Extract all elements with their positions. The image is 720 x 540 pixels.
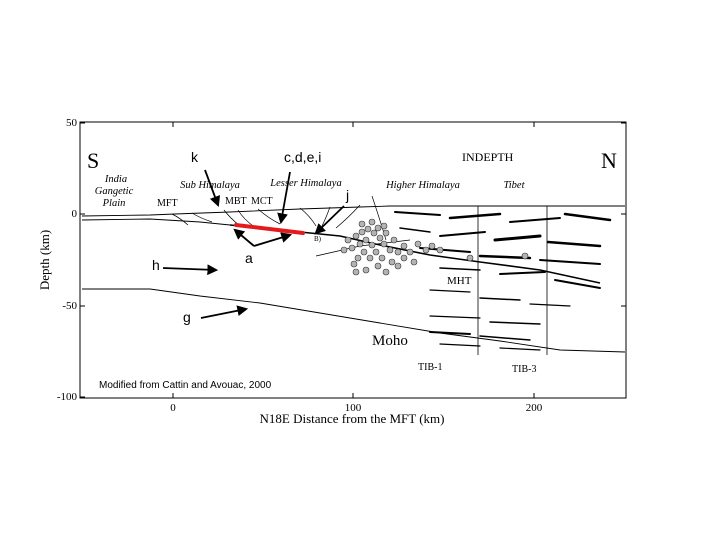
source-credit: Modified from Cattin and Avouac, 2000 [99, 380, 272, 391]
annotation-g: g [183, 309, 191, 325]
fault-mbt: MBT [225, 196, 247, 207]
x-tick-label: 200 [526, 402, 543, 414]
fault-b-label: B) [314, 235, 322, 243]
y-axis: 50 0 -50 -100 Depth (km) [37, 117, 626, 403]
fault-mct: MCT [251, 196, 273, 207]
annotation-a: a [245, 250, 253, 266]
north-label: N [601, 148, 617, 173]
region-india: Gangetic [95, 186, 134, 197]
earthquake-cluster [340, 218, 529, 276]
annotation-j: j [345, 187, 349, 203]
region-india: Plain [102, 198, 126, 209]
fault-mft: MFT [157, 198, 178, 209]
annotation-h: h [152, 257, 160, 273]
arrow-a-left [233, 228, 255, 247]
x-tick-label: 100 [345, 402, 362, 414]
y-axis-title: Depth (km) [37, 230, 52, 290]
arrow-a-right [253, 232, 293, 247]
x-axis: 0 100 200 N18E Distance from the MFT (km… [170, 122, 543, 426]
annotation-cdei: c,d,e,i [284, 149, 321, 165]
region-lesser-himalaya: Lesser Himalaya [269, 178, 341, 189]
x-axis-title: N18E Distance from the MFT (km) [260, 411, 445, 426]
seismic-reflection-pattern [394, 211, 612, 351]
profile-label-tib3: TIB-3 [512, 364, 536, 375]
annotation-k: k [191, 149, 199, 165]
y-tick-label: -100 [57, 391, 78, 403]
fault-mht: MHT [447, 275, 472, 287]
surface-topography [81, 205, 625, 226]
arrow-cdei [277, 171, 291, 225]
y-tick-label: 0 [72, 208, 78, 220]
region-india: India [104, 174, 127, 185]
annotation-arrows [162, 169, 345, 319]
region-higher-himalaya: Higher Himalaya [385, 180, 460, 191]
moho-line [82, 288, 626, 353]
mht-detachment-line [229, 224, 601, 284]
thrust-faults [171, 195, 387, 241]
arrow-g [200, 305, 249, 319]
arrow-h [162, 264, 219, 276]
highlighted-fault-segment [234, 223, 305, 235]
profile-label-tib1: TIB-1 [418, 362, 442, 373]
south-label: S [87, 148, 99, 173]
arrow-j [314, 205, 345, 235]
y-tick-label: 50 [66, 117, 78, 129]
arrow-k [204, 169, 221, 208]
moho-label: Moho [372, 333, 408, 349]
y-tick-label: -50 [62, 300, 77, 312]
region-tibet: Tibet [503, 180, 525, 191]
x-tick-label: 0 [170, 402, 176, 414]
project-label: INDEPTH [462, 150, 514, 164]
